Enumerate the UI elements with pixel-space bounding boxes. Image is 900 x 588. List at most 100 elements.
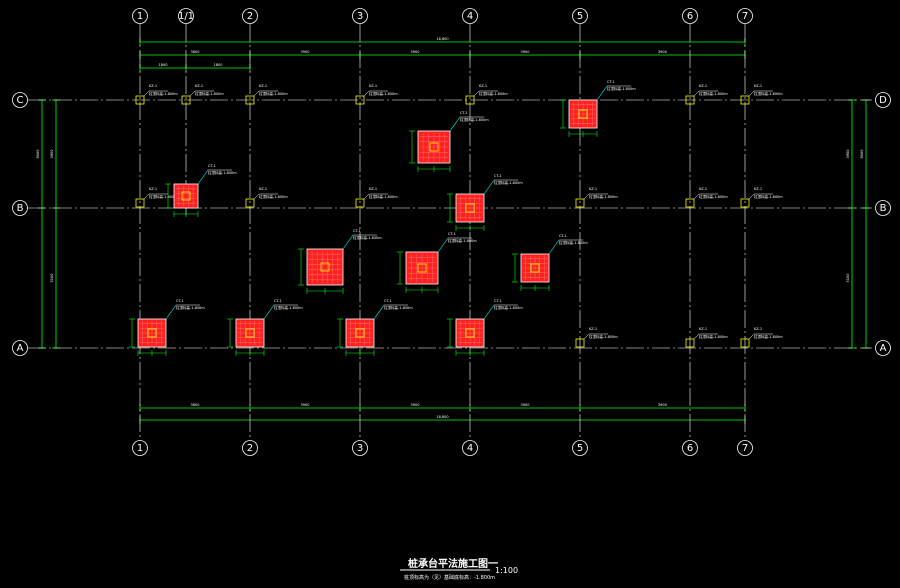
cap-column xyxy=(320,262,330,272)
column-small xyxy=(355,198,365,208)
column-note: 柱顶标高-1.800m xyxy=(479,91,508,96)
cap-leader xyxy=(342,234,354,250)
cap-column xyxy=(578,109,588,119)
column-small xyxy=(740,95,750,105)
column-leader xyxy=(363,90,370,97)
cap-note: 柱顶标高-1.800m xyxy=(494,180,523,185)
cap-leader xyxy=(197,169,209,185)
column-note: 柱顶标高-1.800m xyxy=(699,194,728,199)
column-small xyxy=(245,95,255,105)
axis-left-0-label: C xyxy=(17,95,24,106)
column-small xyxy=(465,95,475,105)
dim-bottom-row-text: 3900 xyxy=(301,403,310,407)
dim-right-inner-text: 5100 xyxy=(846,274,850,283)
column-note: 柱顶标高-1.800m xyxy=(149,194,178,199)
axis-bottom-0-label: 1 xyxy=(137,443,143,454)
dim-bottom-row-text: 3600 xyxy=(658,403,667,407)
cap-label: CT-1 xyxy=(559,234,567,238)
column-note: 柱顶标高-1.800m xyxy=(259,194,288,199)
axis-right-1-circle xyxy=(875,200,891,216)
column-label: KZ-1 xyxy=(754,84,762,88)
axis-left-1-circle xyxy=(12,200,28,216)
column-leader xyxy=(583,333,590,340)
pile-cap-layer: CT-1柱顶标高-1.800mCT-1柱顶标高-1.800mCT-1柱顶标高-1… xyxy=(129,80,636,356)
dim-left-outer-text: 9000 xyxy=(36,150,40,159)
column-small xyxy=(135,95,145,105)
axis-bottom-2-label: 3 xyxy=(357,443,363,454)
cap-leader xyxy=(596,85,608,101)
dim-top-row-text: 3600 xyxy=(191,50,200,54)
axis-right-0-circle xyxy=(875,92,891,108)
column-small xyxy=(181,95,191,105)
cap-label: CT-1 xyxy=(460,111,468,115)
cap-leader xyxy=(373,304,385,320)
cap-label: CT-1 xyxy=(274,299,282,303)
cap-leader xyxy=(483,179,495,195)
column-leader xyxy=(189,90,196,97)
column-leader xyxy=(253,90,260,97)
column-note: 柱顶标高-1.800m xyxy=(369,91,398,96)
axis-top-4-label: 4 xyxy=(467,11,473,22)
dim-bottom-row-text: 3600 xyxy=(191,403,200,407)
cap-label: CT-1 xyxy=(208,164,216,168)
cap-leader xyxy=(437,237,449,253)
column-leader xyxy=(693,193,700,200)
column-note: 柱顶标高-1.800m xyxy=(589,194,618,199)
column-note: 柱顶标高-1.800m xyxy=(369,194,398,199)
axis-top-5-circle xyxy=(572,8,588,24)
column-label: KZ-1 xyxy=(369,187,377,191)
column-label: KZ-1 xyxy=(195,84,203,88)
column-note: 柱顶标高-1.800m xyxy=(149,91,178,96)
column-label: KZ-1 xyxy=(149,187,157,191)
title-block: 桩承台平法施工图一 1:100 桩顶标高为（见）基础底标高：-1.800m xyxy=(400,557,518,581)
column-label: KZ-1 xyxy=(369,84,377,88)
column-note: 柱顶标高-1.800m xyxy=(195,91,224,96)
column-leader xyxy=(363,193,370,200)
column-leader xyxy=(143,90,150,97)
axis-bottom-1-circle xyxy=(242,440,258,456)
cap-column xyxy=(147,328,157,338)
axis-top-1-circle xyxy=(178,8,194,24)
cap-leader xyxy=(548,239,560,255)
column-leader xyxy=(253,193,260,200)
axis-right-2-circle xyxy=(875,340,891,356)
pile-cap xyxy=(306,248,344,286)
axis-bottom-4-circle xyxy=(572,440,588,456)
column-note: 柱顶标高-1.800m xyxy=(259,91,288,96)
column-leader xyxy=(693,333,700,340)
axis-bottom-6-label: 7 xyxy=(742,443,748,454)
axis-left-2-circle xyxy=(12,340,28,356)
cap-label: CT-1 xyxy=(353,229,361,233)
axis-top-5-label: 5 xyxy=(577,11,583,22)
axis-right-1-label: B xyxy=(880,203,887,214)
cap-column xyxy=(355,328,365,338)
column-note: 柱顶标高-1.800m xyxy=(699,334,728,339)
axis-top-4-circle xyxy=(462,8,478,24)
column-note: 柱顶标高-1.800m xyxy=(754,334,783,339)
axis-bottom-1-label: 2 xyxy=(247,443,253,454)
dim-bottom-row-text: 3900 xyxy=(521,403,530,407)
dim-top-row-text: 3900 xyxy=(521,50,530,54)
axis-bottom-3-label: 4 xyxy=(467,443,473,454)
cap-label: CT-1 xyxy=(607,80,615,84)
axis-bottom-2-circle xyxy=(352,440,368,456)
drawing-title: 桩承台平法施工图一 xyxy=(408,557,498,570)
column-layer: KZ-1柱顶标高-1.800mKZ-1柱顶标高-1.800mKZ-1柱顶标高-1… xyxy=(135,84,783,348)
column-label: KZ-1 xyxy=(589,187,597,191)
column-note: 柱顶标高-1.800m xyxy=(754,194,783,199)
cap-note: 柱顶标高-1.800m xyxy=(607,86,636,91)
column-note: 柱顶标高-1.800m xyxy=(699,91,728,96)
cap-column xyxy=(417,263,427,273)
column-label: KZ-1 xyxy=(149,84,157,88)
cap-note: 柱顶标高-1.800m xyxy=(384,305,413,310)
axis-bottom-6-circle xyxy=(737,440,753,456)
dim-top-row-text: 3900 xyxy=(301,50,310,54)
cap-note: 柱顶标高-1.800m xyxy=(353,235,382,240)
column-small xyxy=(355,95,365,105)
column-label: KZ-1 xyxy=(699,84,707,88)
dim-right-inner-text: 3900 xyxy=(846,150,850,159)
column-label: KZ-1 xyxy=(754,187,762,191)
column-leader xyxy=(583,193,590,200)
column-small xyxy=(245,198,255,208)
column-label: KZ-1 xyxy=(259,187,267,191)
